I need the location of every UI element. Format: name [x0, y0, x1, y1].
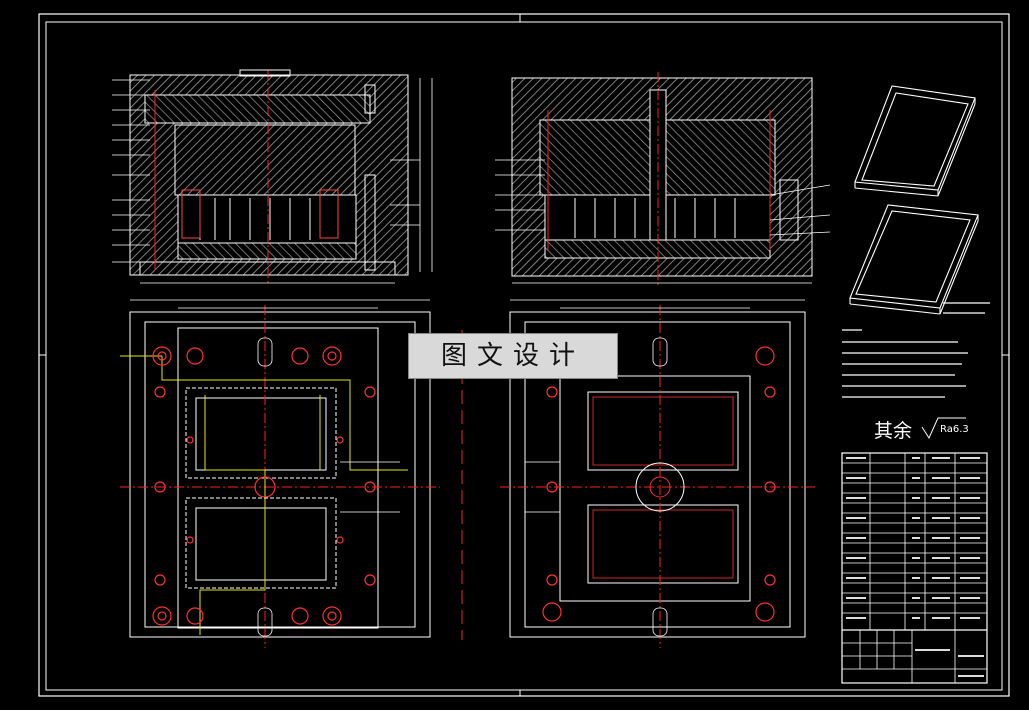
parts-list-entries [846, 457, 984, 677]
plan-view-right [461, 299, 815, 648]
technical-notes [842, 302, 990, 398]
part-isometric-views [849, 85, 979, 315]
roughness-label: 其余 [874, 420, 913, 442]
parts-list-table [841, 452, 988, 684]
roughness-symbol [921, 417, 966, 440]
watermark-stamp: 图文设计 [408, 333, 618, 379]
roughness-value: Ra6.3 [940, 424, 969, 435]
drawing-frame [38, 13, 1010, 697]
plan-view-left [120, 299, 440, 648]
section-view-right [495, 72, 831, 285]
section-view-left [112, 69, 433, 285]
